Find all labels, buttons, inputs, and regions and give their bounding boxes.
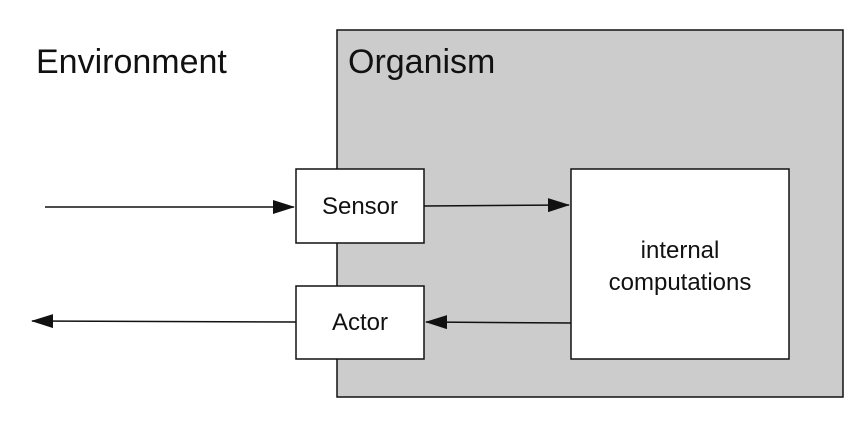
actor-box [295, 285, 425, 360]
internal-label-line-2: computations [608, 269, 752, 296]
output-arrow [31, 314, 297, 329]
internal-computations-box [570, 168, 790, 360]
internal-label-line-1: internal [640, 237, 720, 264]
environment-label: Environment [36, 43, 227, 81]
sensor-to-internal-arrow [423, 198, 570, 213]
sensor-box [295, 168, 425, 244]
sensor-label: Sensor [321, 193, 399, 220]
actor-label: Actor [331, 309, 388, 336]
internal-to-actor-arrow [425, 315, 572, 330]
organism-label: Organism [348, 43, 496, 81]
internal-computations-label: internal computations [571, 235, 789, 299]
